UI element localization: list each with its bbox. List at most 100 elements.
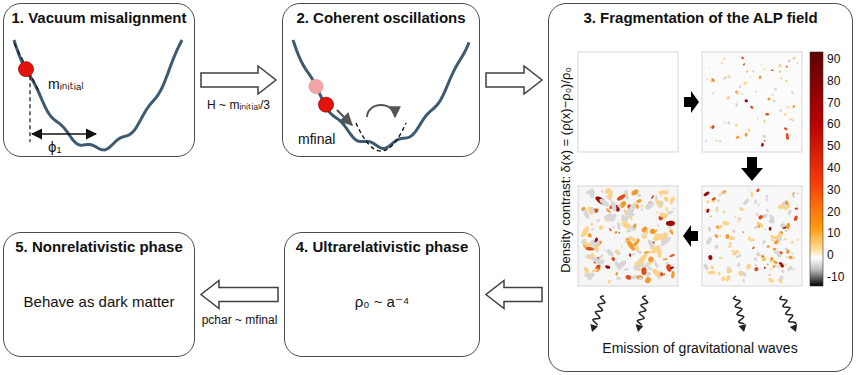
- step-arrow: [684, 91, 699, 113]
- density-blob: [796, 192, 800, 195]
- arrow-label: pchar ~ mfinal: [200, 314, 280, 328]
- density-blob: [728, 241, 732, 246]
- density-blob: [714, 244, 719, 249]
- density-blob: [790, 240, 794, 244]
- density-blob: [629, 253, 631, 257]
- density-blob: [620, 220, 632, 230]
- density-blob: [778, 63, 782, 68]
- density-blob: [703, 263, 710, 271]
- density-blob: [587, 232, 593, 238]
- density-blob: [584, 271, 587, 275]
- density-blob: [619, 200, 628, 209]
- wave-arrow-head: [790, 324, 797, 332]
- density-blob: [792, 268, 795, 271]
- density-blob: [782, 221, 784, 223]
- density-blob: [655, 229, 658, 232]
- density-blob: [597, 249, 600, 251]
- density-blob: [776, 252, 782, 258]
- density-blob: [784, 263, 787, 267]
- density-blob: [642, 234, 648, 240]
- density-blob: [659, 195, 662, 197]
- density-blob: [764, 140, 766, 142]
- density-blob: [582, 240, 591, 248]
- density-blob: [721, 190, 727, 195]
- density-blob: [636, 199, 642, 204]
- quadratic-fit: [356, 123, 406, 151]
- density-blob: [626, 229, 631, 233]
- tick-label: 40: [827, 162, 840, 176]
- density-blob: [669, 253, 675, 257]
- density-blob: [657, 236, 661, 239]
- density-blob: [794, 207, 798, 210]
- stage-body: ρ₀ ~ a⁻⁴: [355, 293, 410, 311]
- density-blob: [719, 140, 722, 143]
- density-blob: [746, 70, 748, 73]
- stage-title: 3. Fragmentation of the ALP field: [583, 9, 817, 27]
- density-blob: [671, 271, 675, 279]
- density-blob: [616, 193, 626, 201]
- density-blob: [792, 104, 796, 108]
- density-blob: [747, 128, 751, 132]
- density-blob: [715, 140, 718, 142]
- density-blob: [635, 245, 639, 251]
- density-blob: [786, 265, 793, 272]
- density-blob: [734, 215, 736, 218]
- density-blob: [777, 278, 784, 284]
- density-blob: [647, 266, 653, 271]
- density-blob: [755, 90, 758, 93]
- density-blob: [714, 234, 719, 239]
- density-blob: [644, 251, 649, 253]
- density-blob: [633, 201, 636, 204]
- density-blob: [767, 263, 769, 265]
- snapshot-panel: [578, 186, 678, 286]
- density-blob: [711, 197, 716, 202]
- density-blob: [788, 255, 792, 259]
- density-blob: [768, 214, 773, 218]
- density-blob: [614, 249, 621, 257]
- density-blob: [764, 228, 767, 231]
- density-blob: [785, 133, 789, 138]
- density-blob: [710, 265, 714, 270]
- density-blob: [750, 105, 754, 109]
- density-blob: [744, 132, 748, 137]
- density-blob: [646, 262, 652, 265]
- density-blob: [709, 68, 711, 70]
- density-blob: [791, 252, 794, 255]
- density-blob: [742, 63, 745, 66]
- density-blob: [792, 192, 795, 196]
- tick-label: 50: [827, 140, 840, 154]
- density-blob: [725, 234, 729, 239]
- density-blob: [757, 117, 759, 119]
- density-blob: [618, 232, 620, 234]
- stage-title: 4. Ultrarelativistic phase: [296, 238, 469, 256]
- density-blob: [649, 194, 651, 196]
- density-blob: [758, 214, 764, 220]
- density-blob: [623, 223, 631, 229]
- density-blob: [605, 265, 611, 269]
- stage-body: Behave as dark matter: [24, 293, 175, 311]
- tick-label: 80: [827, 75, 840, 89]
- wave-arrow: [637, 296, 647, 325]
- density-blob: [610, 214, 617, 218]
- density-blob: [623, 267, 629, 271]
- density-blob: [719, 235, 721, 237]
- density-blob: [785, 222, 790, 229]
- oscillation-arrow: [367, 105, 395, 117]
- field-label: ϕ₁: [48, 138, 61, 155]
- density-blob: [767, 97, 770, 100]
- density-blob: [756, 221, 765, 229]
- wave-arrow: [734, 296, 745, 324]
- density-blob: [779, 264, 781, 267]
- density-blob: [777, 266, 779, 269]
- density-blob: [708, 270, 716, 274]
- density-blob: [654, 260, 657, 262]
- density-blob: [749, 76, 751, 78]
- density-blob: [654, 232, 657, 235]
- density-blob: [792, 57, 796, 61]
- density-blob: [614, 230, 618, 234]
- density-blob: [591, 268, 598, 273]
- density-blob: [658, 200, 665, 207]
- density-blob: [738, 217, 741, 221]
- density-blob: [765, 194, 769, 198]
- density-blob: [633, 223, 637, 229]
